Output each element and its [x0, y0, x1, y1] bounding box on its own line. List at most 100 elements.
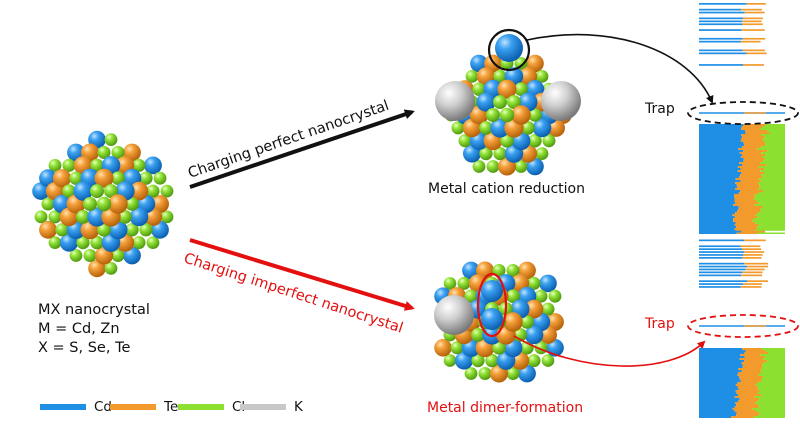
orbital-te-fraction	[741, 138, 763, 140]
orbital-te-fraction	[738, 192, 759, 194]
charging-imperfect-arrow	[189, 238, 415, 311]
orbital-te-fraction	[737, 382, 757, 384]
orbital-te-fraction	[743, 160, 764, 162]
orbital-cd-fraction	[699, 392, 737, 394]
orbital-cl-fraction	[761, 146, 785, 148]
cl-atom	[132, 236, 146, 250]
orbital-cl-fraction	[755, 410, 785, 412]
orbital-cd-fraction	[699, 124, 744, 126]
cl-atom	[132, 158, 146, 172]
orbital-cl-fraction	[755, 214, 785, 216]
te-atom	[94, 168, 114, 188]
orbital-cd-fraction	[699, 17, 743, 20]
orbital-cl-fraction	[758, 202, 785, 204]
orbital-cl-fraction	[760, 40, 785, 43]
cl-atom	[111, 171, 125, 185]
orbital-cd-fraction	[699, 216, 735, 218]
cl-atom	[514, 82, 528, 96]
orbital-cl-fraction	[752, 220, 785, 222]
orbital-cl-fraction	[758, 188, 785, 190]
orbital-cd-fraction	[699, 268, 746, 271]
orbital-te-fraction	[744, 352, 769, 354]
legend-cl: Cl	[178, 399, 245, 415]
bottom-connector-arrow	[513, 335, 706, 367]
cl-atom	[471, 354, 485, 368]
orbital-cd-fraction	[699, 218, 734, 220]
trap-ellipse-top	[687, 101, 799, 125]
orbital-cl-fraction	[761, 257, 785, 259]
orbital-cd-fraction	[699, 132, 746, 134]
orbital-te-fraction	[738, 372, 761, 374]
orbital-cl-fraction	[759, 184, 785, 186]
nanocrystal-description: MX nanocrystal M = Cd, Zn X = S, Se, Te	[38, 301, 150, 358]
orbital-cl-fraction	[764, 136, 785, 138]
orbital-te-fraction	[742, 37, 766, 40]
cl-atom	[492, 264, 506, 277]
orbital-cl-fraction	[760, 372, 785, 374]
orbital-te-fraction	[737, 166, 759, 168]
orbital-cl-fraction	[759, 186, 785, 188]
cd-atom	[539, 274, 557, 293]
orbital-cd-fraction	[699, 174, 741, 176]
cl-atom	[104, 262, 118, 275]
orbital-te-fraction	[743, 283, 763, 285]
cl-atom	[486, 160, 500, 173]
orbital-cl-fraction	[761, 174, 785, 176]
orbital-te-fraction	[742, 348, 762, 350]
orbital-te-fraction	[743, 158, 765, 160]
k-atom	[435, 81, 475, 121]
orbital-cd-fraction	[699, 184, 737, 186]
orbital-cd-fraction	[699, 283, 744, 285]
orbital-panel-bottom-upper	[699, 230, 785, 288]
orbital-cl-fraction	[758, 178, 785, 180]
orbital-te-fraction	[741, 134, 761, 136]
orbital-cl-fraction	[765, 230, 785, 233]
orbital-te-fraction	[734, 198, 754, 200]
orbital-cl-fraction	[765, 3, 785, 5]
cl-atom	[69, 171, 83, 185]
orbital-cl-fraction	[763, 190, 785, 192]
te-atom	[39, 220, 57, 239]
orbital-te-fraction	[742, 257, 762, 259]
orbital-cd-fraction	[699, 192, 739, 194]
orbital-cl-fraction	[758, 414, 785, 416]
cd-atom	[524, 325, 544, 345]
orbital-cl-fraction	[766, 164, 785, 166]
orbital-cd-fraction	[699, 239, 744, 242]
orbital-te-fraction	[737, 210, 761, 212]
orbital-te-fraction	[747, 280, 769, 282]
legend-swatch-cl	[178, 404, 224, 410]
cl-atom	[472, 160, 486, 173]
orbital-cd-fraction	[699, 8, 742, 11]
cl-atom	[160, 210, 174, 224]
cl-atom	[514, 160, 528, 173]
orbital-cd-fraction	[699, 257, 743, 259]
orbital-te-fraction	[747, 265, 769, 268]
orbital-cd-fraction	[699, 210, 738, 212]
orbital-cl-fraction	[764, 142, 785, 144]
orbital-cd-fraction	[699, 142, 744, 144]
orbital-cl-fraction	[761, 248, 785, 250]
orbital-te-fraction	[738, 394, 762, 396]
cl-atom	[479, 147, 493, 161]
cl-atom	[506, 367, 520, 380]
cl-atom	[479, 121, 493, 135]
cl-atom	[83, 249, 97, 262]
cd-atom	[495, 34, 523, 62]
cl-atom	[486, 108, 500, 122]
orbital-cd-fraction	[699, 40, 741, 43]
orbital-cd-fraction	[699, 396, 735, 398]
orbital-cl-fraction	[762, 156, 785, 158]
cl-atom	[62, 184, 76, 198]
orbital-cl-fraction	[763, 358, 785, 360]
legend-k: K	[240, 399, 303, 415]
orbital-cl-fraction	[760, 162, 785, 164]
orbital-cd-fraction	[699, 386, 738, 388]
orbital-cl-fraction	[762, 8, 785, 11]
orbital-cd-fraction	[699, 370, 742, 372]
orbital-cl-fraction	[764, 172, 785, 174]
orbital-cd-fraction	[699, 400, 739, 402]
orbital-cl-fraction	[760, 208, 785, 210]
cl-atom	[443, 277, 457, 290]
cl-atom	[96, 196, 112, 212]
